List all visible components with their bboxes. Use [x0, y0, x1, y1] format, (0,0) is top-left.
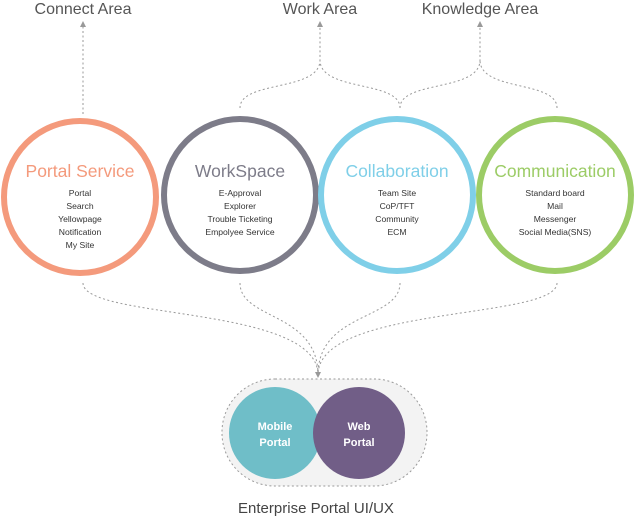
communication-item: Standard board: [525, 188, 584, 198]
knowledge-area-arrow-left: [399, 21, 483, 109]
work-area-arrow-right: [319, 59, 401, 109]
collaboration-circle: Collaboration Team Site CoP/TFT Communit…: [318, 116, 476, 274]
work-area-label: Work Area: [283, 1, 358, 18]
collaboration-down-connector: [317, 282, 401, 376]
workspace-item: Empolyee Service: [205, 227, 274, 237]
service-circles: Portal Service Portal Search Yellowpage …: [1, 116, 634, 276]
portal-service-item: My Site: [66, 240, 95, 250]
mobile-portal-label-line1: Mobile: [258, 421, 293, 433]
collaboration-item: Community: [375, 214, 419, 224]
connect-area-label: Connect Area: [35, 1, 132, 18]
communication-circle: Communication Standard board Mail Messen…: [476, 116, 634, 274]
collaboration-item: Team Site: [378, 188, 416, 198]
workspace-item: Trouble Ticketing: [207, 214, 272, 224]
collaboration-item: CoP/TFT: [380, 201, 416, 211]
communication-ring: [476, 116, 634, 274]
communication-item: Messenger: [534, 214, 577, 224]
knowledge-area-label: Knowledge Area: [422, 1, 539, 18]
portal-hub: Mobile Portal Web Portal: [221, 378, 428, 487]
portal-service-down-connector: [82, 282, 321, 378]
workspace-item: E-Approval: [219, 188, 262, 198]
collaboration-item: ECM: [387, 227, 406, 237]
mobile-portal-circle: [229, 387, 321, 479]
communication-item: Social Media(SNS): [519, 227, 592, 237]
workspace-circle: WorkSpace E-Approval Explorer Trouble Ti…: [161, 116, 319, 274]
collaboration-title: Collaboration: [345, 161, 448, 181]
portal-service-item: Yellowpage: [58, 214, 102, 224]
hub-connectors: [82, 282, 558, 378]
web-portal-circle: [313, 387, 405, 479]
area-connectors: [80, 21, 558, 114]
mobile-portal-label-line2: Portal: [259, 437, 290, 449]
portal-service-title: Portal Service: [26, 161, 135, 181]
portal-service-item: Notification: [59, 227, 102, 237]
portal-service-ring: [1, 118, 159, 276]
portal-service-circle: Portal Service Portal Search Yellowpage …: [1, 118, 159, 276]
enterprise-portal-caption: Enterprise Portal UI/UX: [238, 500, 394, 517]
workspace-title: WorkSpace: [195, 161, 285, 181]
portal-service-item: Search: [66, 201, 93, 211]
web-portal-label-line1: Web: [347, 421, 370, 433]
knowledge-area-arrow-right: [479, 59, 558, 109]
work-area-arrow-left: [239, 21, 323, 109]
collaboration-ring: [318, 116, 476, 274]
workspace-ring: [161, 116, 319, 274]
communication-item: Mail: [547, 201, 563, 211]
communication-title: Communication: [494, 161, 616, 181]
portal-service-item: Portal: [69, 188, 92, 198]
workspace-down-connector: [239, 282, 319, 376]
communication-down-connector: [317, 282, 558, 376]
workspace-item: Explorer: [224, 201, 256, 211]
web-portal-label-line2: Portal: [343, 437, 374, 449]
